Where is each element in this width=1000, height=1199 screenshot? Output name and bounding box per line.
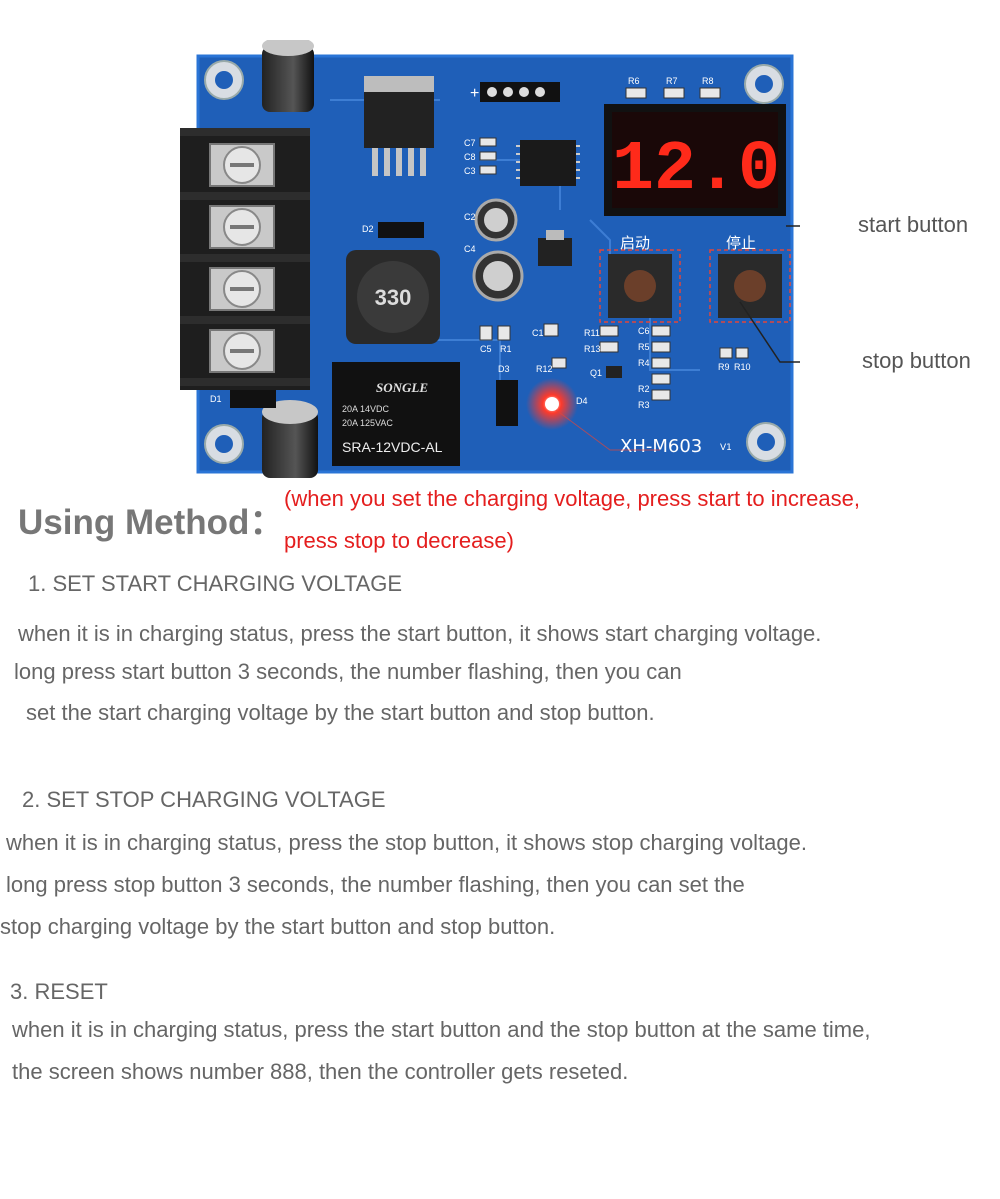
page-title: Using Method： xyxy=(18,503,285,542)
section-2-line-1: when it is in charging status, press the… xyxy=(6,830,808,855)
mcu-chip xyxy=(520,140,576,186)
pin-header: + xyxy=(470,82,560,102)
relay: SONGLE 20A 14VDC 20A 125VAC SRA-12VDC-AL xyxy=(332,362,460,466)
section-2-line-2: long press stop button 3 seconds, the nu… xyxy=(6,872,745,897)
section-2-line-3: stop charging voltage by the start butto… xyxy=(0,914,556,939)
silk-r2: R2 xyxy=(638,384,650,394)
section-1-title: 1. SET START CHARGING VOLTAGE xyxy=(28,571,403,596)
silk-r13: R13 xyxy=(584,344,601,354)
method-note-line2: press stop to decrease) xyxy=(284,528,514,553)
section-3-line-1: when it is in charging status, press the… xyxy=(12,1017,871,1042)
silk-c3: C3 xyxy=(464,166,476,176)
svg-text:+: + xyxy=(470,85,479,102)
silk-c5: C5 xyxy=(480,344,492,354)
stop-button-component xyxy=(709,249,791,323)
silk-q1: Q1 xyxy=(590,368,602,378)
start-button-callout: start button xyxy=(858,212,969,237)
silk-r7: R7 xyxy=(666,76,678,86)
silk-c1: C1 xyxy=(532,328,544,338)
silk-r1: R1 xyxy=(500,344,512,354)
silk-c8: C8 xyxy=(464,152,476,162)
silk-r12: R12 xyxy=(536,364,553,374)
terminal-block xyxy=(180,128,310,390)
start-cn-label: 启动 xyxy=(620,234,650,252)
product-photo: + 12.0 330 SONGLE 20A 14VDC 20A 125VAC S… xyxy=(180,40,800,478)
silk-c2: C2 xyxy=(464,212,476,222)
inductor-label: 330 xyxy=(375,285,412,310)
section-3-title: 3. RESET xyxy=(10,979,108,1004)
silk-c6: C6 xyxy=(638,326,650,336)
regulator-chip xyxy=(364,76,434,176)
relay-model: SRA-12VDC-AL xyxy=(342,439,443,455)
silk-d3: D3 xyxy=(498,364,510,374)
method-note-line1: (when you set the charging voltage, pres… xyxy=(284,486,860,511)
inductor: 330 xyxy=(346,250,440,344)
silk-d2: D2 xyxy=(362,224,374,234)
stop-callout-line xyxy=(739,301,800,363)
model-label: XH-M603 xyxy=(620,436,702,457)
relay-spec1: 20A 14VDC xyxy=(342,404,390,414)
silk-r4: R4 xyxy=(638,358,650,368)
mounting-holes xyxy=(204,60,786,464)
stop-button-callout: stop button xyxy=(862,348,971,373)
silk-r8: R8 xyxy=(702,76,714,86)
relay-brand: SONGLE xyxy=(376,380,428,395)
silk-r6: R6 xyxy=(628,76,640,86)
silk-r3: R3 xyxy=(638,400,650,410)
start-button-component xyxy=(599,249,681,323)
silk-r5: R5 xyxy=(638,342,650,352)
silk-d1: D1 xyxy=(210,394,222,404)
silk-d4: D4 xyxy=(576,396,588,406)
led-display: 12.0 xyxy=(604,104,786,216)
section-1-line-2: long press start button 3 seconds, the n… xyxy=(14,659,682,684)
stop-cn-label: 停止 xyxy=(726,234,756,252)
section-2-title: 2. SET STOP CHARGING VOLTAGE xyxy=(22,787,386,812)
silk-r9: R9 xyxy=(718,362,730,372)
section-1-line-1: when it is in charging status, press the… xyxy=(18,621,822,646)
relay-spec2: 20A 125VAC xyxy=(342,418,393,428)
section-1-line-3: set the start charging voltage by the st… xyxy=(26,700,655,725)
silk-c7: C7 xyxy=(464,138,476,148)
silk-c4: C4 xyxy=(464,244,476,254)
silk-r10: R10 xyxy=(734,362,751,372)
silk-r11: R11 xyxy=(584,328,600,338)
electrolytic-capacitors xyxy=(262,40,524,478)
section-3-line-2: the screen shows number 888, then the co… xyxy=(12,1059,629,1084)
display-value: 12.0 xyxy=(612,131,780,210)
version-label: V1 xyxy=(720,443,732,453)
